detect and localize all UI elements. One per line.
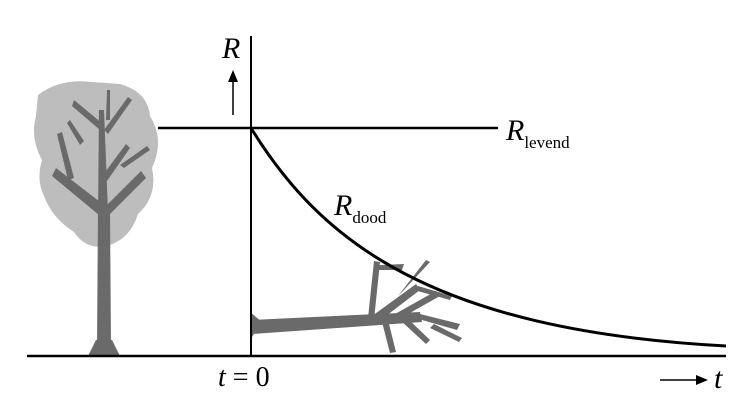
r-dead-symbol: R <box>333 189 352 222</box>
fallen-tree-icon <box>250 260 462 353</box>
r-dead-label: Rdood <box>333 189 387 227</box>
r-up-arrow-head <box>228 70 238 82</box>
living-tree-icon <box>34 81 159 356</box>
plot-lines <box>27 36 727 381</box>
t-zero-symbol: t <box>218 362 227 393</box>
t-zero-label: t = 0 <box>218 362 270 393</box>
r-living-label: Rlevend <box>505 114 570 152</box>
r-dead-curve <box>249 127 727 348</box>
t-right-arrow-head <box>696 375 708 385</box>
t-zero-equals: = 0 <box>226 362 270 393</box>
t-axis-label: t <box>714 362 723 395</box>
r-axis-label: R <box>221 32 240 65</box>
tree-wood <box>52 90 150 356</box>
r-living-symbol: R <box>505 114 524 147</box>
r-dead-subscript: dood <box>352 208 387 227</box>
r-living-subscript: levend <box>524 133 570 152</box>
tree-crown <box>34 81 159 247</box>
